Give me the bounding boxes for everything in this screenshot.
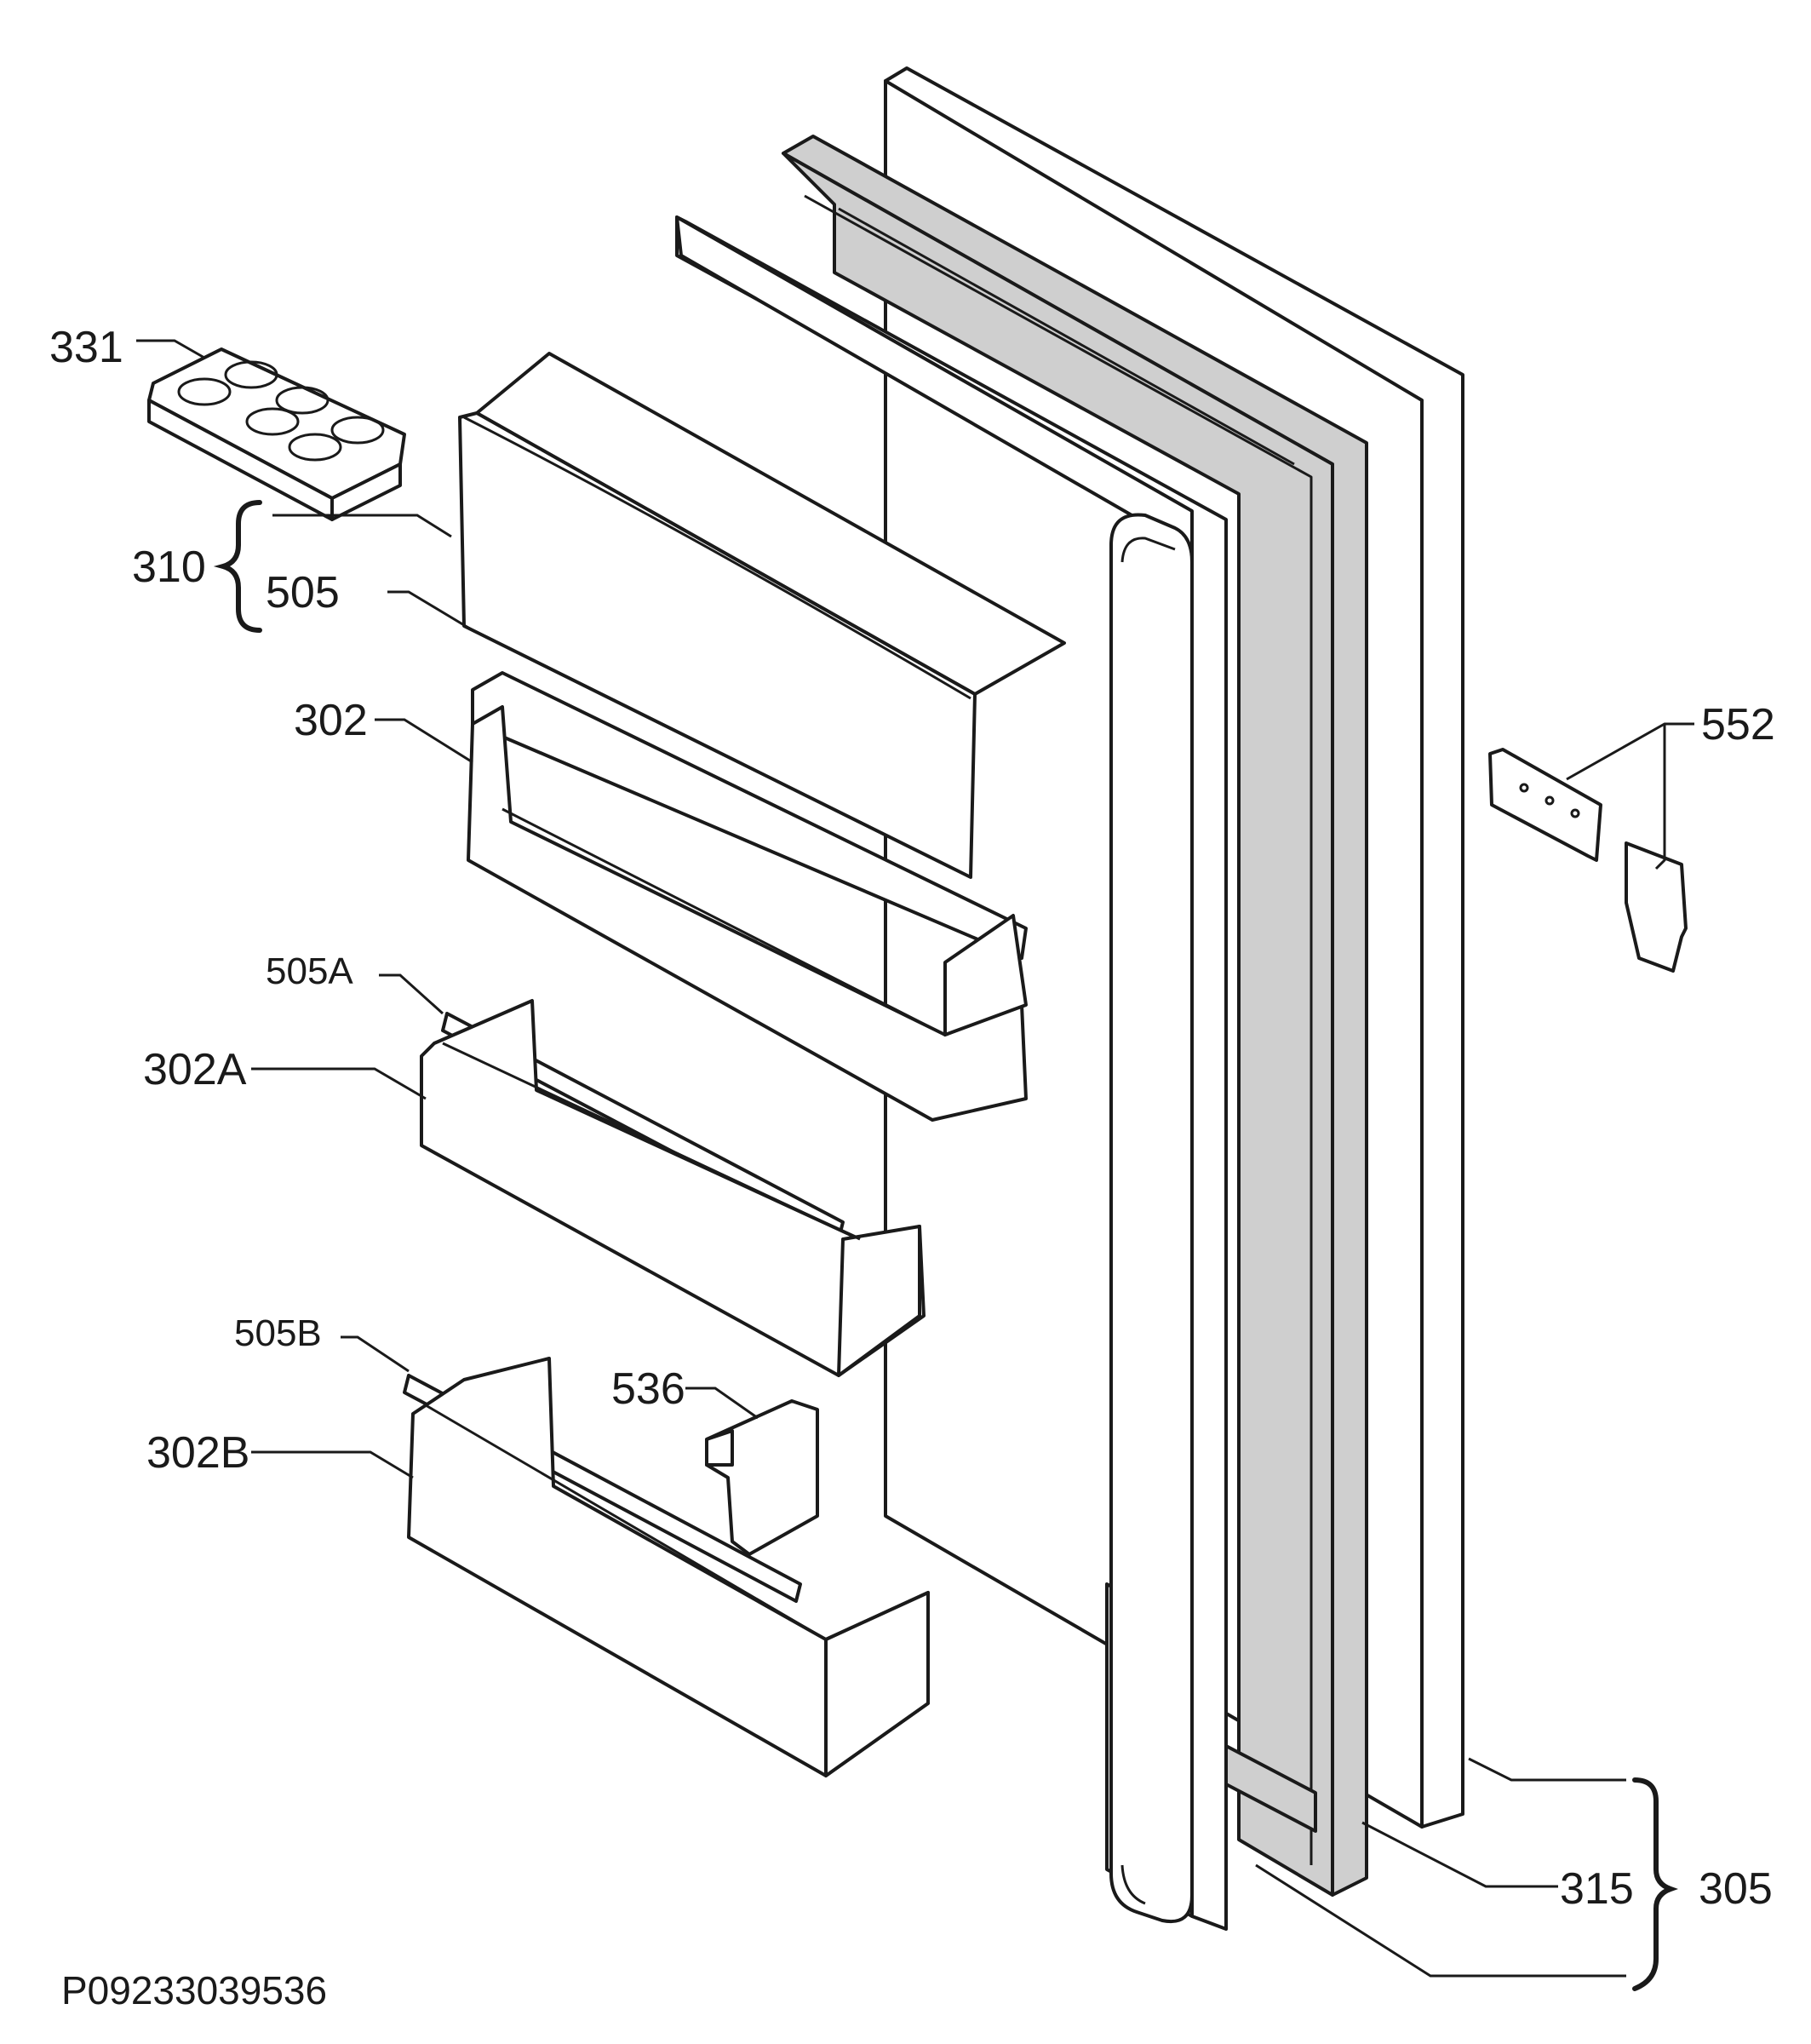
door-handle-profile [1109,513,1194,1924]
callout-labels: 331 310 505 302 505A 302A 505B 302B 536 … [49,323,1775,2012]
brace-305 [1632,1777,1679,1991]
braces [213,500,1679,1991]
callout-505b: 505B [234,1312,322,1354]
callout-505a: 505A [266,950,353,992]
egg-tray [147,347,406,521]
callout-536: 536 [611,1364,685,1414]
door-shelf-302 [467,671,1028,1122]
gasket-bottom-corner [1224,1744,1317,1833]
bottle-holder-536 [705,1399,819,1556]
callout-505: 505 [266,568,340,617]
door-shelf-302a [420,999,926,1377]
document-id: P09233039536 [61,1968,327,2012]
door-gasket [782,135,1368,1897]
callout-315: 315 [1560,1864,1634,1914]
callout-302b: 302B [146,1428,249,1478]
hinge-parts-552 [1488,748,1688,973]
dairy-compartment-lid [458,352,1066,879]
callout-331: 331 [49,323,123,372]
callout-302a: 302A [143,1045,247,1094]
brace-310 [213,500,262,633]
callout-310: 310 [132,543,206,592]
door-shelf-302b [407,1357,930,1777]
callout-552: 552 [1701,700,1775,749]
callout-305: 305 [1699,1864,1773,1914]
callout-302: 302 [294,696,368,745]
leader-lines [136,339,1694,1978]
